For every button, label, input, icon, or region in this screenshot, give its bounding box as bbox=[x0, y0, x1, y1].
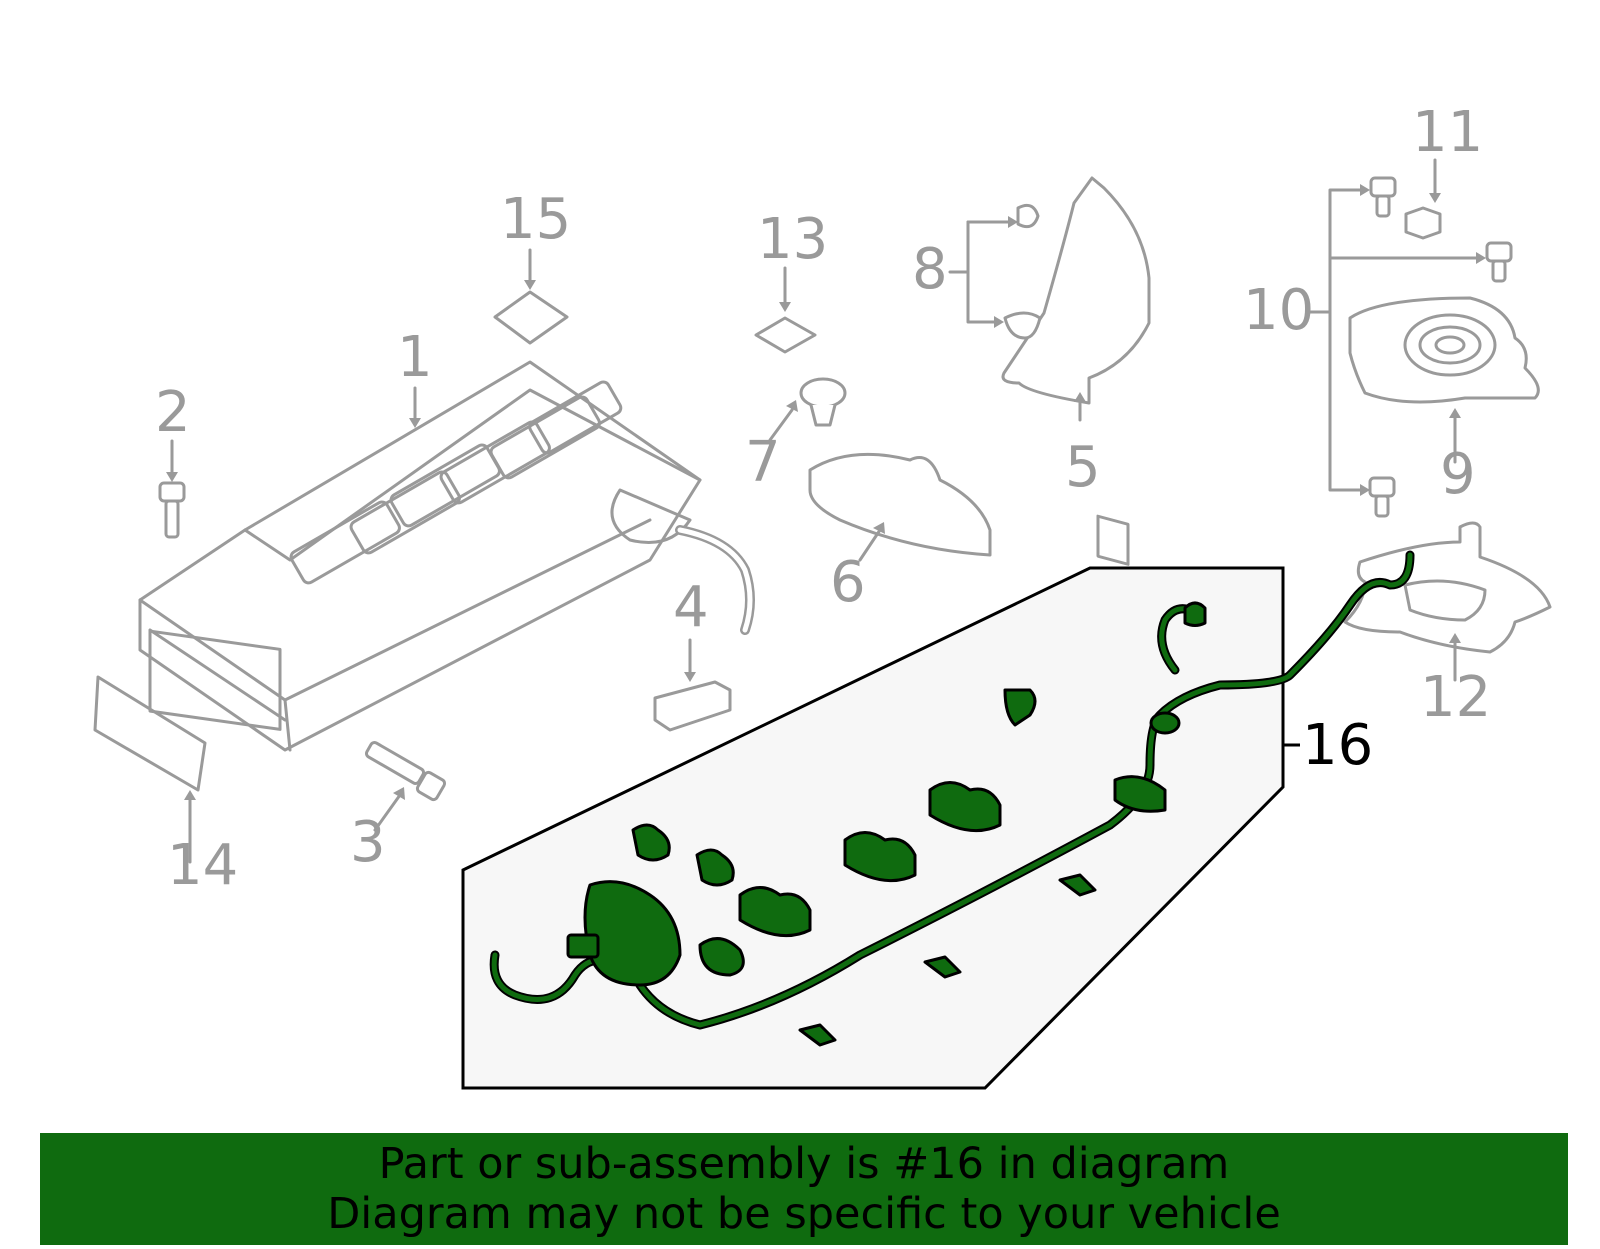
clips-8 bbox=[948, 203, 1042, 340]
callout-8: 8 bbox=[912, 237, 948, 302]
diamond-13 bbox=[754, 316, 817, 354]
callout-4: 4 bbox=[673, 575, 709, 640]
callout-14: 14 bbox=[167, 833, 239, 898]
callout-3: 3 bbox=[350, 810, 386, 875]
callout-2: 2 bbox=[155, 380, 191, 445]
battery-pack bbox=[138, 360, 755, 752]
banner-line-1: Part or sub-assembly is #16 in diagram bbox=[378, 1139, 1230, 1189]
callout-12: 12 bbox=[1420, 665, 1492, 730]
callout-16: 16 bbox=[1302, 713, 1374, 778]
label-sheet bbox=[93, 675, 207, 792]
nut-11 bbox=[1404, 158, 1442, 240]
callout-1: 1 bbox=[397, 325, 433, 390]
info-banner: Part or sub-assembly is #16 in diagram D… bbox=[40, 1133, 1568, 1245]
shield-5 bbox=[1001, 176, 1151, 566]
bolt-2 bbox=[158, 439, 186, 539]
callout-5: 5 bbox=[1065, 435, 1101, 500]
callout-7: 7 bbox=[745, 430, 781, 495]
plate-12 bbox=[1343, 521, 1552, 682]
clip-7 bbox=[768, 377, 847, 442]
bracket-6 bbox=[808, 452, 992, 562]
diamond-15 bbox=[493, 290, 569, 345]
bolts-10 bbox=[1306, 176, 1513, 518]
module-9 bbox=[1348, 296, 1540, 464]
bolt-3 bbox=[364, 741, 447, 832]
callout-13: 13 bbox=[757, 207, 829, 272]
callout-6: 6 bbox=[830, 550, 866, 615]
callout-10: 10 bbox=[1243, 278, 1315, 343]
callout-11: 11 bbox=[1412, 100, 1484, 165]
banner-line-2: Diagram may not be specific to your vehi… bbox=[327, 1189, 1281, 1239]
callout-15: 15 bbox=[500, 187, 572, 252]
callout-9: 9 bbox=[1440, 442, 1476, 507]
block-4 bbox=[653, 638, 732, 732]
harness-panel bbox=[461, 550, 1415, 1090]
